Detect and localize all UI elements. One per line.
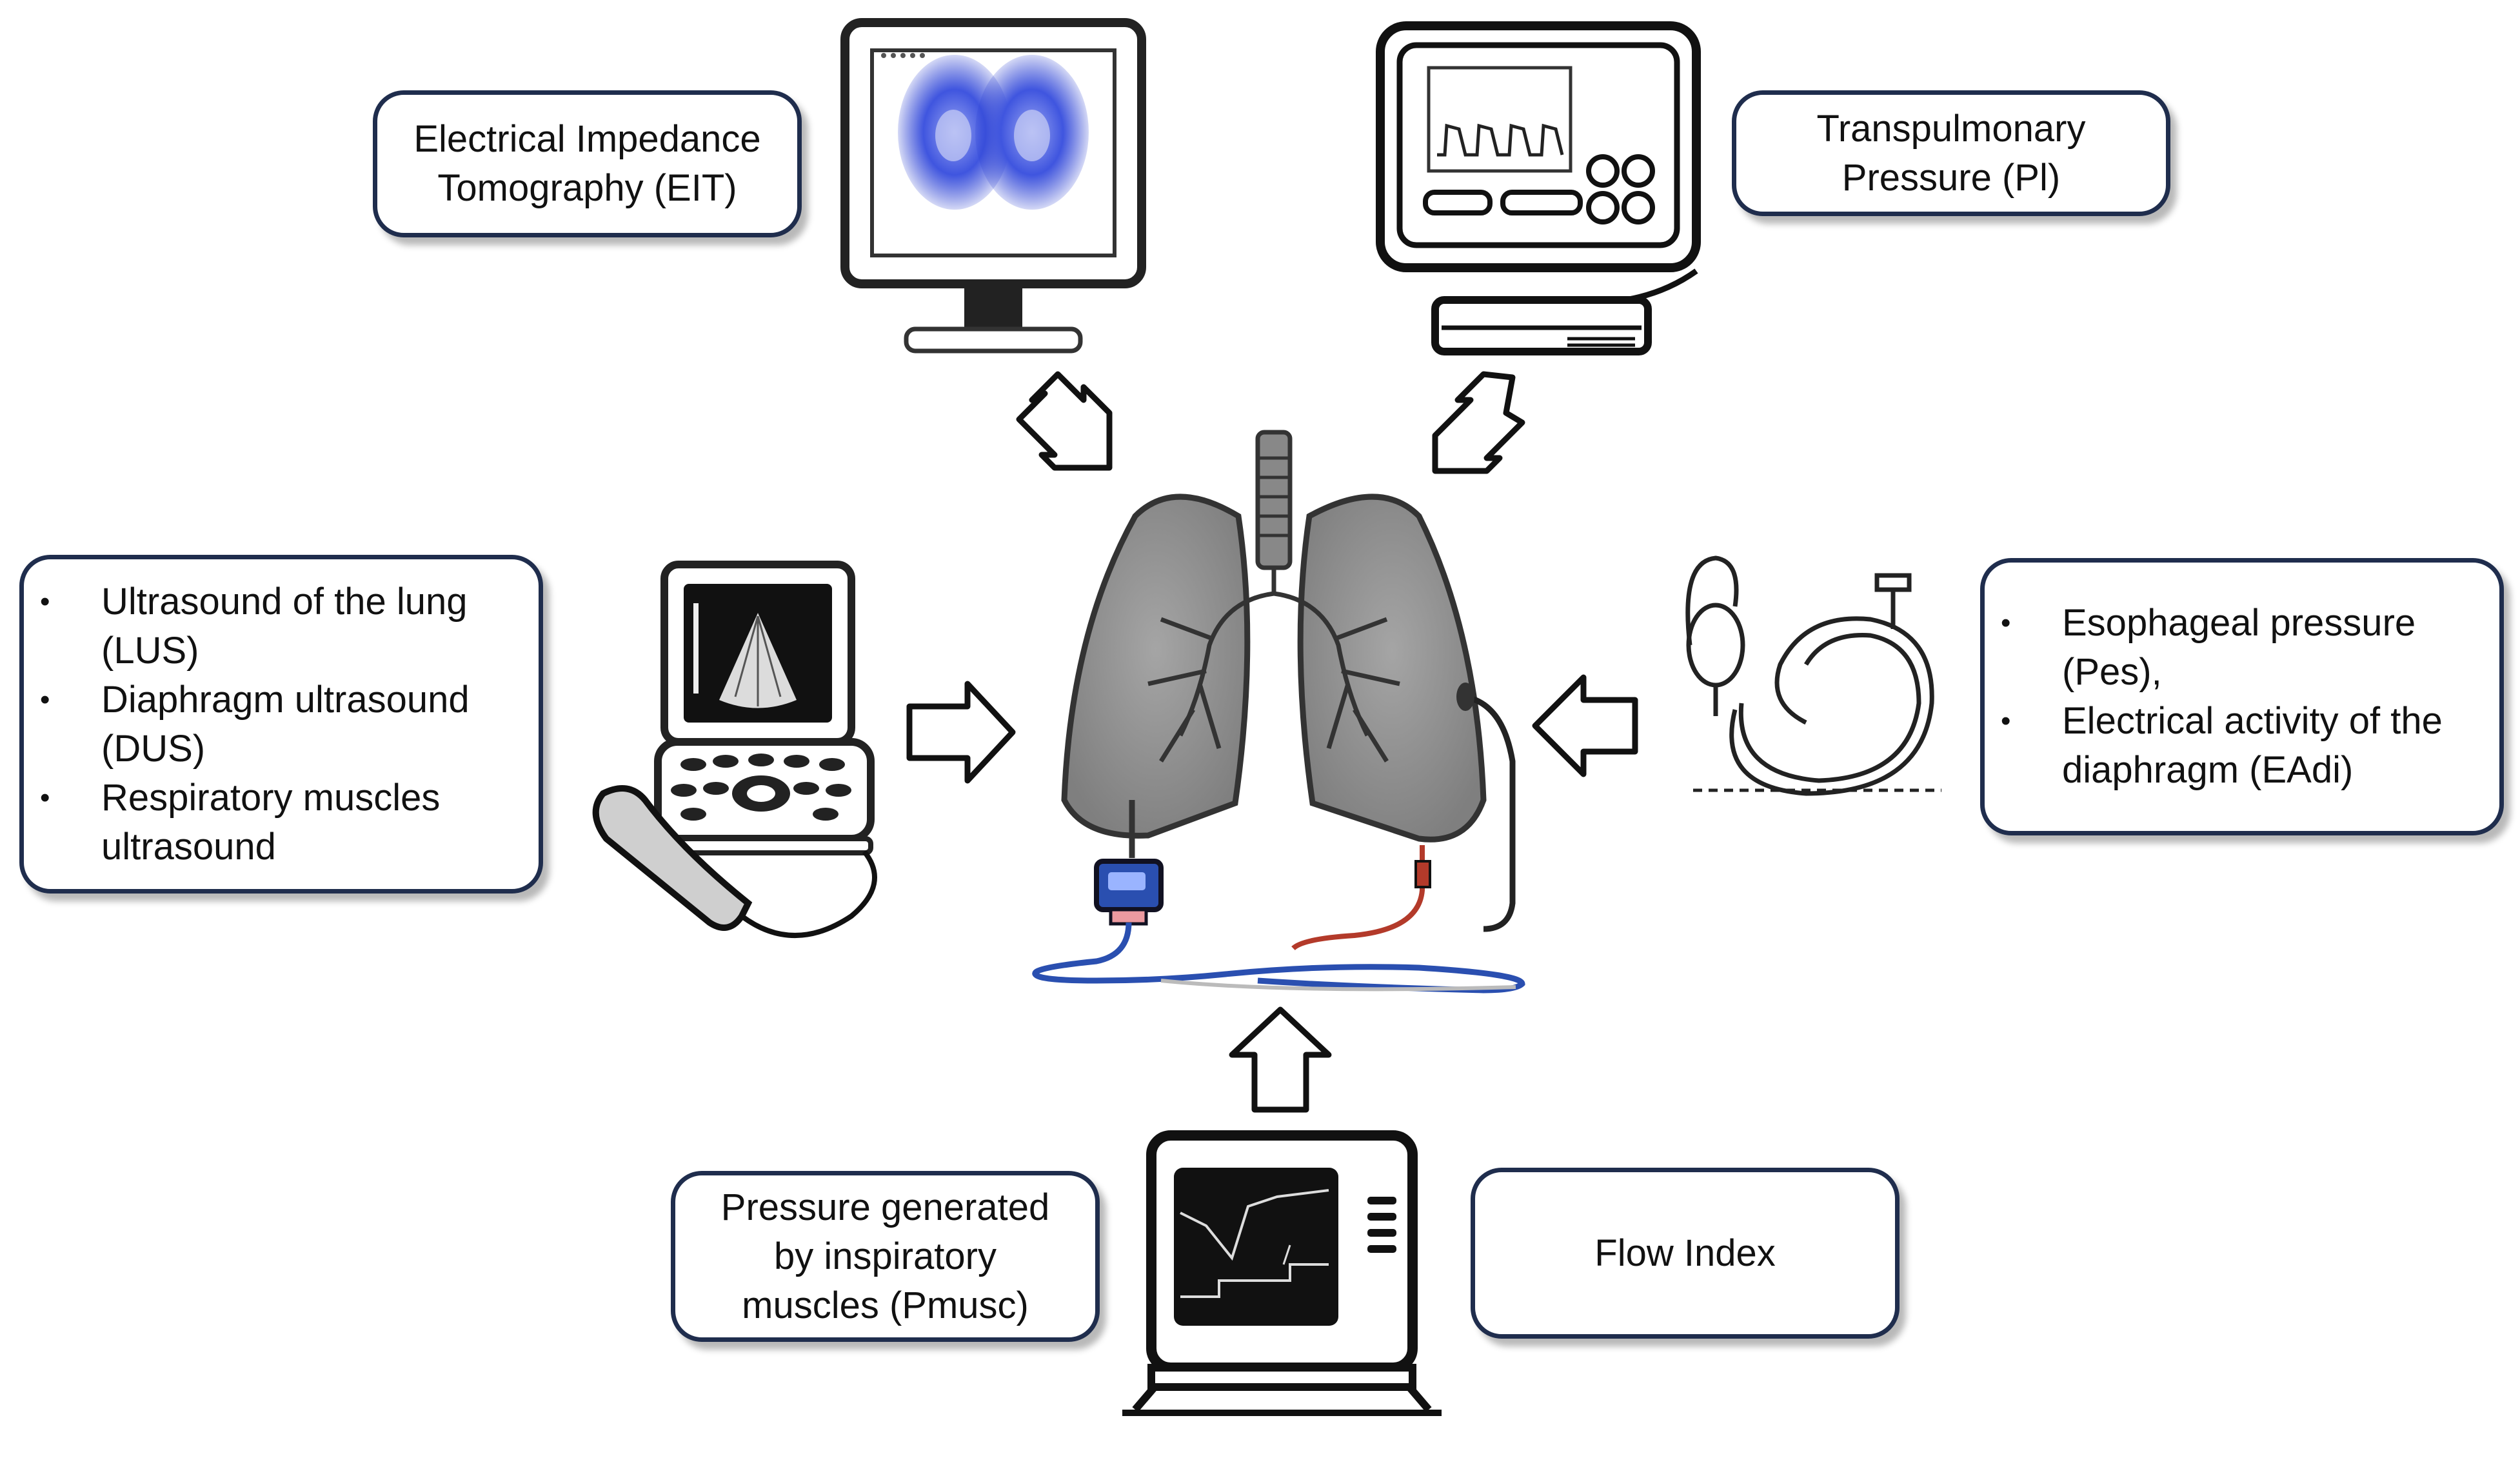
ultrasound-item-dus: Diaphragm ultrasound (DUS) — [40, 675, 514, 774]
ventilator-monitor-icon — [1376, 21, 1701, 355]
ultrasound-machine-icon — [592, 561, 877, 938]
arrows — [906, 371, 1638, 1113]
pmusc-label-line-2: by inspiratory — [774, 1235, 997, 1277]
pmusc-label-line-3: muscles (Pmusc) — [742, 1284, 1029, 1326]
eit-box: Electrical Impedance Tomography (EIT) — [373, 90, 802, 237]
eit-label-line-2: Tomography (EIT) — [437, 167, 737, 209]
ventilator-screen-icon — [1122, 1130, 1442, 1416]
ultrasound-item-muscles: Respiratory muscles ultrasound — [40, 774, 514, 872]
esophageal-item-pes: Esophageal pressure (Pes), — [2001, 599, 2475, 697]
esophageal-catheter-icon — [1685, 555, 1941, 796]
ultrasound-item-lus: Ultrasound of the lung (LUS) — [40, 577, 514, 675]
lungs-icon — [1032, 430, 1525, 994]
ultrasound-box: Ultrasound of the lung (LUS) Diaphragm u… — [19, 555, 543, 894]
arrow-vent-to-lungs — [1229, 1006, 1332, 1113]
transpulmonary-label-line-2: Pressure (Pl) — [1841, 156, 2061, 199]
transpulmonary-label-line-1: Transpulmonary — [1816, 107, 2086, 150]
eit-monitor-icon — [840, 18, 1146, 354]
flow-index-label: Flow Index — [1594, 1232, 1776, 1274]
transpulmonary-box: Transpulmonary Pressure (Pl) — [1732, 90, 2170, 216]
arrow-eit-to-lungs — [1016, 371, 1113, 471]
arrow-pes-to-lungs — [1532, 674, 1638, 777]
pmusc-box: Pressure generated by inspiratory muscle… — [671, 1171, 1100, 1342]
eit-label-line-1: Electrical Impedance — [413, 118, 761, 160]
arrow-pl-to-lungs — [1432, 371, 1525, 474]
esophageal-item-eadi: Electrical activity of the diaphragm (EA… — [2001, 697, 2475, 795]
flow-index-box: Flow Index — [1471, 1168, 1900, 1339]
arrow-us-to-lungs — [906, 681, 1016, 784]
esophageal-box: Esophageal pressure (Pes), Electrical ac… — [1980, 558, 2504, 835]
pmusc-label-line-1: Pressure generated — [720, 1186, 1050, 1228]
